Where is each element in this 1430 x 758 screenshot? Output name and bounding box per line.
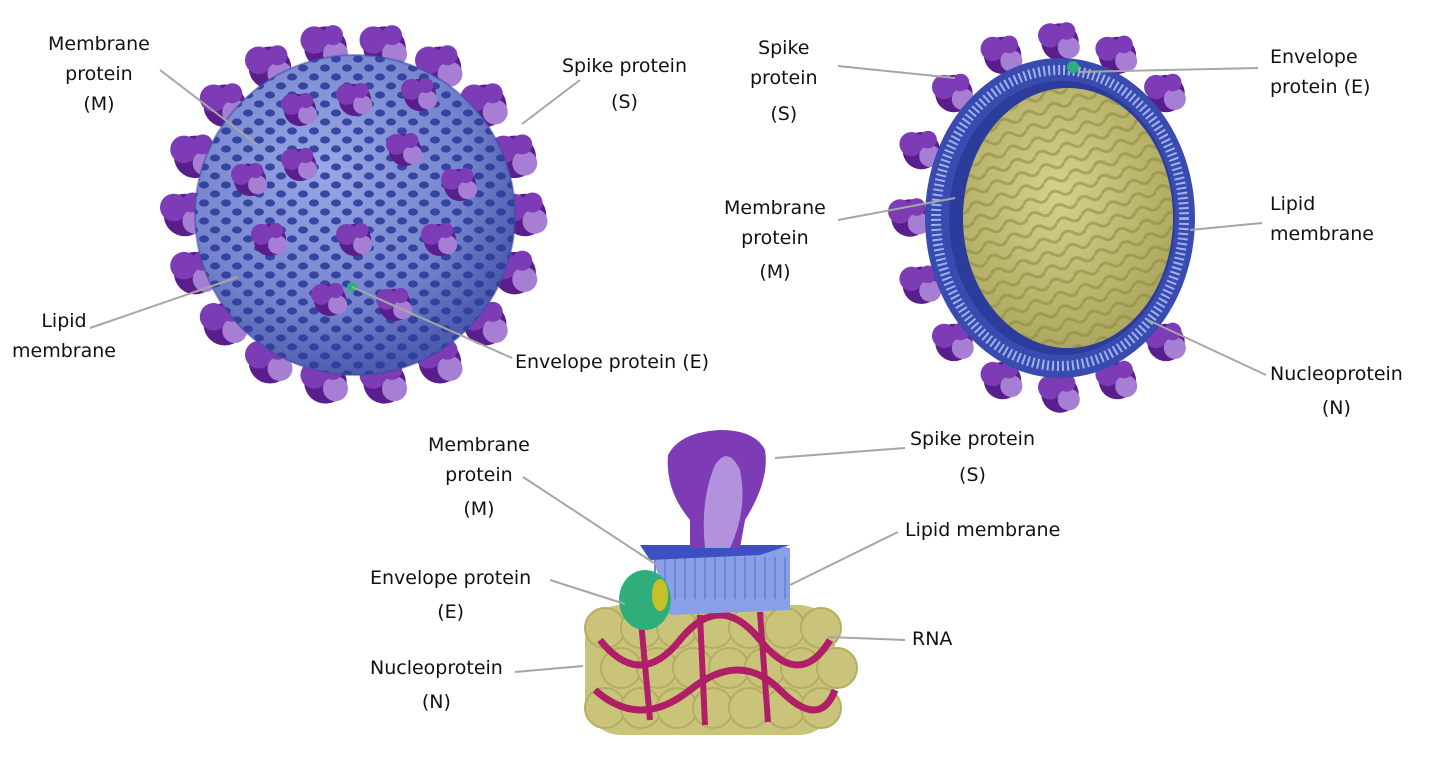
spike-protein — [281, 147, 318, 182]
spike-protein — [386, 132, 423, 167]
label-spike-protein-tr: Spike protein (S) — [750, 37, 818, 125]
virion-exterior-view — [160, 25, 548, 404]
spike-protein — [421, 222, 458, 257]
label-lipid-membrane-tr: Lipid membrane — [1270, 193, 1374, 245]
virion-cross-section — [888, 22, 1195, 413]
label-lipid-membrane-tl: Lipid membrane — [12, 310, 116, 362]
label-envelope-protein-tl: Envelope protein (E) — [515, 351, 710, 373]
spike-protein — [401, 77, 438, 112]
label-rna-bottom: RNA — [912, 628, 953, 650]
envelope-protein-marker-section — [1067, 61, 1079, 73]
label-membrane-protein-bottom: Membrane protein (M) — [428, 434, 530, 520]
leader-lines — [89, 65, 1267, 673]
label-envelope-protein-bottom: Envelope protein (E) — [370, 567, 532, 623]
spike-protein — [281, 92, 318, 127]
spike-protein — [231, 162, 268, 197]
spike-protein — [311, 282, 348, 317]
label-membrane-protein-tr: Membrane protein (M) — [724, 197, 826, 283]
spike-protein — [980, 360, 1023, 400]
label-lipid-membrane-bottom: Lipid membrane — [905, 519, 1061, 541]
spike-protein — [251, 222, 288, 257]
spike-protein — [1144, 73, 1186, 113]
label-envelope-protein-tr: Envelope protein (E) — [1270, 46, 1371, 98]
spike-protein — [931, 322, 974, 362]
spike-protein — [1038, 374, 1080, 413]
spike-protein — [441, 167, 478, 202]
label-spike-protein-tl: Spike protein (S) — [562, 55, 687, 113]
label-membrane-protein-tl: Membrane protein (M) — [48, 33, 150, 115]
label-spike-protein-bottom: Spike protein (S) — [910, 428, 1035, 486]
spike-proteins-front — [231, 77, 478, 322]
label-nucleoprotein-tr: Nucleoprotein (N) — [1270, 363, 1403, 419]
label-nucleoprotein-bottom: Nucleoprotein (N) — [370, 657, 503, 713]
spike-protein — [336, 82, 373, 117]
spike-protein — [888, 198, 930, 237]
spike-protein — [336, 222, 373, 257]
membrane-patch-detail — [584, 430, 858, 735]
spike-protein — [1095, 360, 1138, 400]
spike-protein — [1095, 35, 1138, 75]
spike-protein — [899, 130, 942, 170]
spike-protein — [1038, 22, 1080, 61]
spike-proteins-section — [888, 22, 1186, 413]
